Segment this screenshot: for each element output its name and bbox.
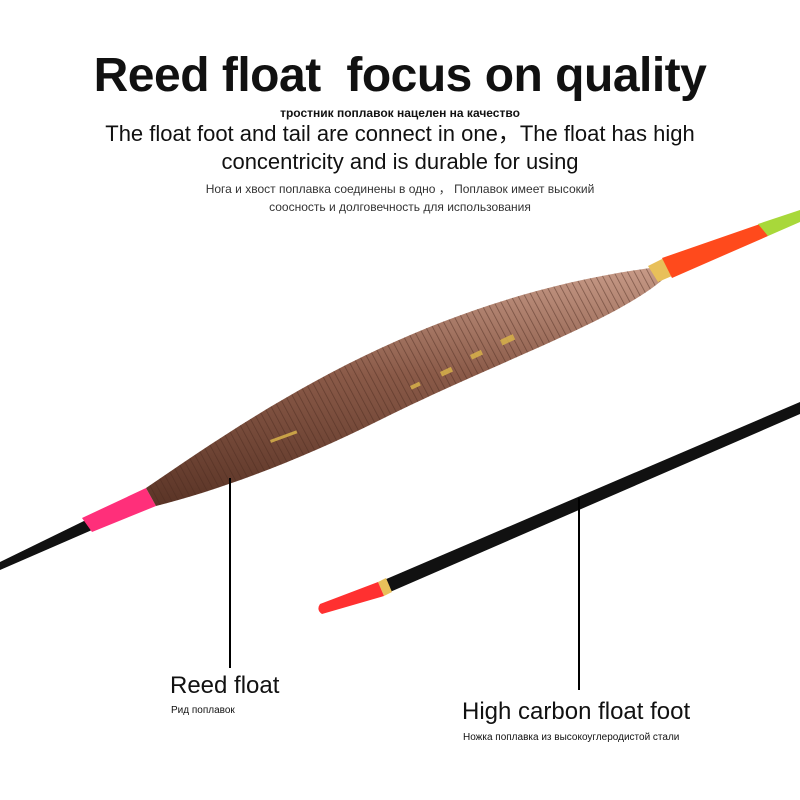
carbon-foot-label: High carbon float foot — [462, 698, 691, 725]
reed-float-grain — [146, 268, 668, 506]
reed-float — [0, 210, 800, 570]
carbon-foot-label-russian: Ножка поплавка из высокоуглеродистой ста… — [463, 732, 680, 743]
description-russian-line-2: соосность и долговечность для использова… — [269, 200, 531, 214]
carbon-float-foot — [318, 402, 800, 614]
reed-float-green-tip — [758, 210, 800, 236]
carbon-float-foot-red-tip — [318, 582, 384, 614]
reed-float-bottom-stem — [0, 520, 92, 570]
reed-float-orange-tip — [662, 224, 768, 278]
description-russian-line-1: Нога и хвост поплавка соединены в одно ，… — [205, 182, 595, 196]
carbon-float-foot-shaft — [384, 402, 800, 592]
description: The float foot and tail are connect in o… — [0, 120, 800, 176]
reed-float-label-russian: Рид поплавок — [171, 705, 235, 716]
description-line-2: concentricity and is durable for using — [221, 149, 579, 174]
carbon-float-foot-collar — [378, 578, 392, 596]
headline: Reed float focus on quality — [93, 49, 707, 102]
carbon-foot-callout-line — [578, 498, 580, 690]
headline-russian: тростник поплавок нацелен на качество — [280, 106, 520, 120]
reed-float-callout-line — [229, 478, 231, 668]
description-line-1: The float foot and tail are connect in o… — [105, 121, 695, 146]
reed-float-gold-markings — [270, 334, 516, 443]
reed-float-label: Reed float — [170, 672, 280, 699]
description-russian: Нога и хвост поплавка соединены в одно ，… — [0, 180, 800, 216]
reed-float-pink-wrap — [82, 488, 156, 532]
